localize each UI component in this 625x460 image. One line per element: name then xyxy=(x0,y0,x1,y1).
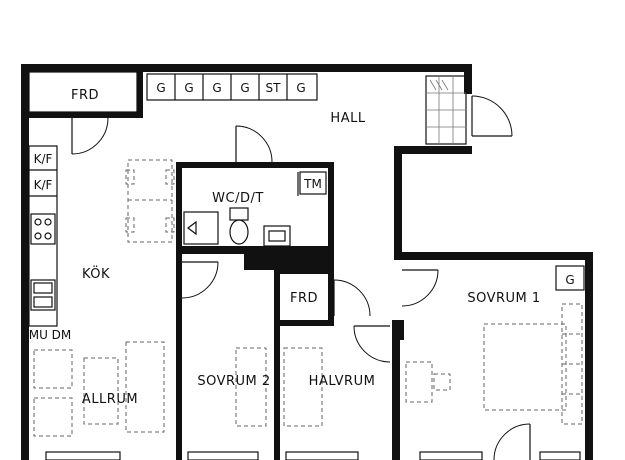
washbasin-icon xyxy=(263,225,291,247)
room-label-frd-top: FRD xyxy=(71,88,99,103)
wall-top-right-segment xyxy=(464,64,472,94)
wall-frd-mid-right xyxy=(328,268,334,326)
closet-row: G G G G ST G xyxy=(146,73,318,101)
wall-left xyxy=(21,64,29,460)
room-label-sovrum2: SOVRUM 2 xyxy=(197,374,270,389)
wall-hall-right-vertical xyxy=(394,146,402,260)
wall-frd-mid-top xyxy=(280,268,334,274)
stair-symbol xyxy=(425,75,467,145)
closet-label: G xyxy=(240,81,249,95)
dining-table-icon xyxy=(125,159,175,243)
room-label-allrum: ALLRUM xyxy=(82,392,138,407)
room-label-frd-mid: FRD xyxy=(290,291,318,306)
wall-wc-right xyxy=(328,162,334,270)
sovrum2-room: SOVRUM 2 xyxy=(197,347,270,427)
toilet-icon xyxy=(229,207,249,245)
kitchen: K/F K/F MU DM KÖK xyxy=(28,145,110,342)
wall-frd-mid-bottom xyxy=(280,320,334,326)
kitchen-door xyxy=(71,117,109,155)
room-label-kf-2: K/F xyxy=(34,178,53,192)
wall-sovrum1-stub xyxy=(400,320,404,340)
chair-icon xyxy=(433,373,451,391)
closet-label: G xyxy=(296,81,305,95)
frd-mid-closet: FRD xyxy=(290,279,371,317)
wall-wc-top xyxy=(176,162,334,168)
frd-top-frame xyxy=(28,71,138,113)
wc-room: WC/D/T TM xyxy=(183,171,327,247)
wall-hall-right-step xyxy=(394,146,472,154)
wall-frd-top-right xyxy=(137,70,143,118)
sink-icon xyxy=(30,279,56,311)
sovrum2-door xyxy=(181,261,219,299)
room-label-kok: KÖK xyxy=(82,265,110,282)
closet-row-frame xyxy=(146,73,318,101)
room-label-g-bedroom: G xyxy=(565,273,574,287)
halvrum-room: HALVRUM xyxy=(283,347,376,427)
double-bed-icon xyxy=(483,303,583,425)
sofa-icon xyxy=(33,341,165,437)
wall-shaft xyxy=(244,250,334,270)
closet-label: G xyxy=(156,81,165,95)
bottom-windows xyxy=(45,451,581,460)
room-label-sovrum1: SOVRUM 1 xyxy=(467,291,540,306)
room-label-wc: WC/D/T xyxy=(212,191,264,206)
room-label-kf-1: K/F xyxy=(34,152,53,166)
room-label-halvrum: HALVRUM xyxy=(309,374,376,389)
closet-g-bedroom xyxy=(555,265,585,291)
wall-wc-left xyxy=(176,162,182,252)
wall-right xyxy=(585,252,593,460)
desk-icon xyxy=(405,361,433,403)
stove-icon xyxy=(30,213,56,245)
shower-area xyxy=(183,211,219,245)
halvrum-door xyxy=(353,325,391,363)
kitchen-counter xyxy=(28,145,58,327)
closet-label: G xyxy=(212,81,221,95)
room-label-mu-dm: MU DM xyxy=(29,328,72,342)
tm-box xyxy=(299,171,327,195)
wall-sovrum2-left xyxy=(176,252,182,460)
outer-walls xyxy=(21,64,593,460)
shower-icon xyxy=(187,220,197,236)
internal-walls xyxy=(21,70,404,460)
frd-top-closet: FRD xyxy=(28,71,138,113)
closet-label: G xyxy=(184,81,193,95)
room-label-hall: HALL xyxy=(330,111,365,126)
wall-sovrum2-halvrum xyxy=(274,252,280,460)
closet-label: ST xyxy=(266,81,282,95)
wall-halvrum-sovrum1 xyxy=(392,320,400,460)
wall-bedroom-top xyxy=(394,252,593,260)
wc-door xyxy=(235,125,273,163)
wall-top xyxy=(21,64,472,72)
entrance-door xyxy=(471,95,513,137)
room-label-tm: TM xyxy=(303,177,322,191)
sovrum1-room: G SOVRUM 1 xyxy=(401,265,585,460)
wall-frd-top-bottom xyxy=(21,112,137,118)
